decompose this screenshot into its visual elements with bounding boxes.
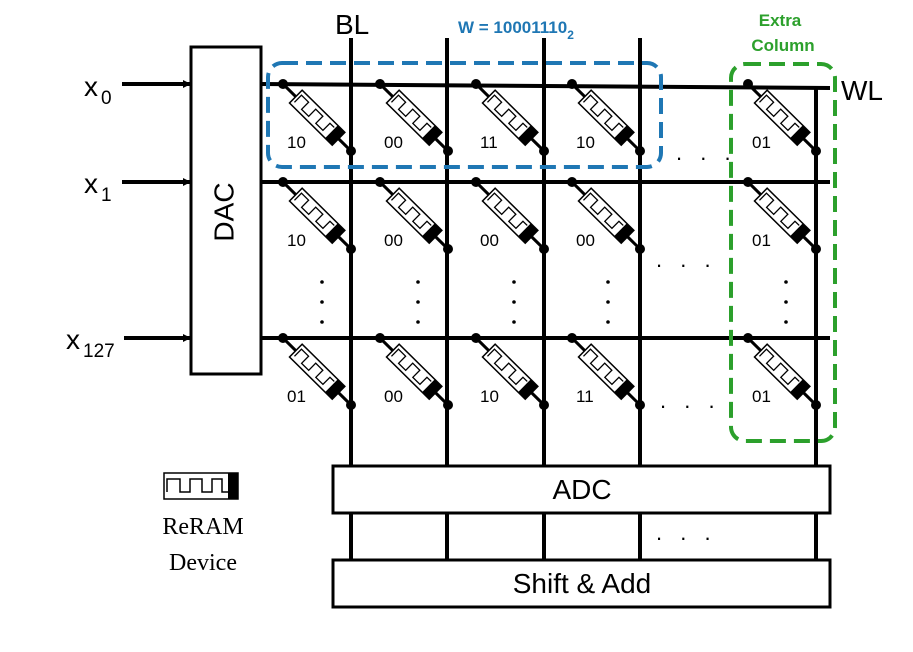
reram-device-icon	[378, 180, 450, 251]
shift-add-label: Shift & Add	[513, 568, 652, 599]
cell-weight-value: 01	[287, 387, 306, 406]
input-x1-sub: 1	[101, 185, 112, 206]
vertical-ellipsis	[606, 280, 610, 324]
reram-device-icon	[570, 180, 642, 251]
input-x0-base: x	[84, 71, 98, 102]
cell-weight-value: 01	[752, 387, 771, 406]
reram-legend: ReRAM Device	[162, 472, 244, 576]
reram-device-icon	[281, 180, 353, 251]
reram-device-icon	[378, 336, 450, 407]
reram-device-icon	[474, 82, 546, 153]
dac-block	[189, 45, 263, 376]
cell-weight-value: 01	[752, 231, 771, 250]
horizontal-ellipsis: . . .	[676, 140, 737, 165]
cell-weight-value: 01	[752, 133, 771, 152]
reram-device-icon	[570, 336, 642, 407]
extra-column-highlight-box	[729, 62, 837, 443]
weight-label: W = 100011102	[458, 18, 574, 42]
input-x0: x 0	[84, 71, 191, 109]
cell-weight-value: 10	[576, 133, 595, 152]
reram-device-icon	[474, 336, 546, 407]
vertical-ellipsis	[512, 280, 516, 324]
reram-device-icon	[746, 82, 818, 153]
reram-device-icon	[281, 336, 353, 407]
extra-column-label-line2: Column	[751, 36, 814, 55]
weight-highlight-box	[266, 61, 663, 169]
reram-device-icon	[570, 82, 642, 153]
input-x1-base: x	[84, 168, 98, 199]
reram-device-icon	[746, 336, 818, 407]
reram-cell: 00	[375, 177, 453, 254]
reram-device-icon	[281, 82, 353, 153]
shift-add-block	[331, 558, 832, 609]
reram-cell: 10	[278, 177, 356, 254]
input-x0-sub: 0	[101, 88, 112, 109]
reram-cell: 01	[743, 79, 821, 156]
vertical-ellipsis	[784, 280, 788, 324]
cell-weight-value: 10	[287, 133, 306, 152]
input-x127: x 127	[66, 324, 191, 362]
adc-block	[331, 464, 832, 515]
reram-device-icon	[163, 472, 239, 500]
dac-label: DAC	[208, 182, 239, 241]
reram-cell: 11	[567, 333, 645, 410]
legend-label-line1: ReRAM	[162, 514, 243, 540]
cell-weight-value: 00	[480, 231, 499, 250]
reram-device-icon	[474, 180, 546, 251]
reram-cell: 01	[743, 333, 821, 410]
cell-weight-value: 00	[384, 231, 403, 250]
adc-label: ADC	[552, 474, 611, 505]
reram-cell: 00	[375, 333, 453, 410]
reram-cell: 10	[567, 79, 645, 156]
vertical-ellipsis-set	[320, 280, 788, 324]
reram-cell: 10	[471, 333, 549, 410]
reram-cell: 01	[743, 177, 821, 254]
horizontal-ellipsis: . . .	[660, 388, 721, 413]
legend-label-line2: Device	[169, 550, 237, 576]
input-x127-base: x	[66, 324, 80, 355]
reram-cell: 01	[278, 333, 356, 410]
cell-weight-value: 11	[480, 133, 498, 152]
cell-weight-value: 00	[576, 231, 595, 250]
cell-weight-value: 10	[287, 231, 306, 250]
vertical-ellipsis	[320, 280, 324, 324]
reram-cell: 10	[278, 79, 356, 156]
ellipsis-group: . . . . . . . . . . . .	[320, 140, 788, 545]
horizontal-ellipsis: . . .	[656, 520, 717, 545]
input-x1: x 1	[84, 168, 191, 206]
reram-device-icon	[746, 180, 818, 251]
reram-cell: 11	[471, 79, 549, 156]
cell-weight-value: 00	[384, 133, 403, 152]
crossbar-cells: 10 00 11 10 01 10 00 00 00 01 01 00 10 11 01	[278, 79, 821, 410]
input-x127-sub: 127	[83, 341, 115, 362]
cell-weight-value: 11	[576, 387, 594, 406]
extra-column-label-line1: Extra	[759, 11, 802, 30]
cell-weight-value: 00	[384, 387, 403, 406]
wordline-label: WL	[841, 75, 883, 106]
reram-cell: 00	[567, 177, 645, 254]
reram-cell: 00	[375, 79, 453, 156]
vertical-ellipsis	[416, 280, 420, 324]
cell-weight-value: 10	[480, 387, 499, 406]
reram-cell: 00	[471, 177, 549, 254]
horizontal-ellipsis: . . .	[656, 247, 717, 272]
bitline-label: BL	[335, 9, 369, 40]
reram-device-icon	[378, 82, 450, 153]
